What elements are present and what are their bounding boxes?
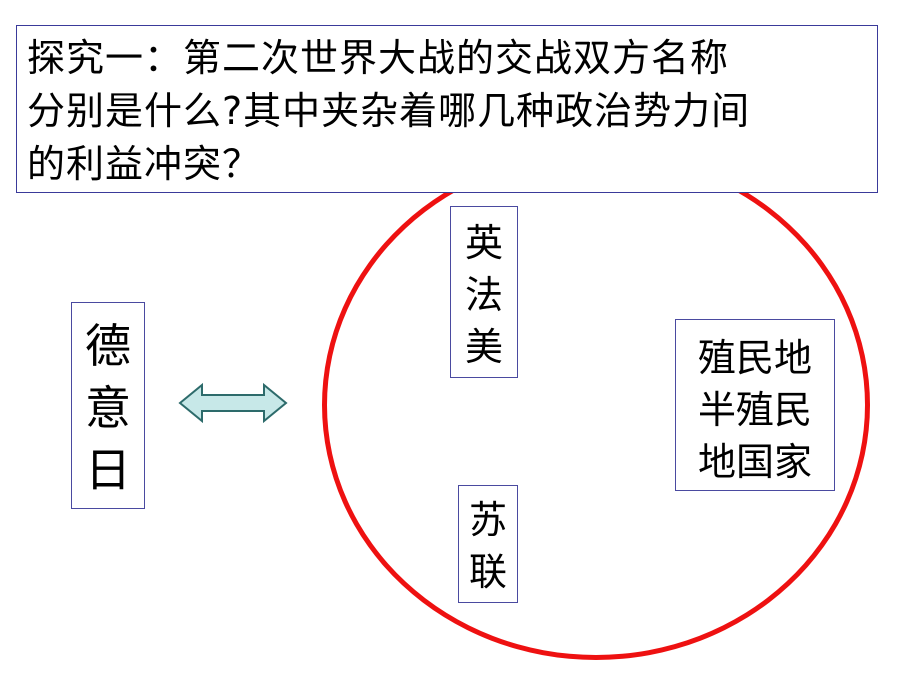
colonial-countries-box: 殖民地 半殖民 地国家 — [675, 319, 835, 491]
ussr-char-2: 联 — [468, 550, 507, 594]
allies-char-britain: 英 — [464, 221, 503, 265]
question-text-box: 探究一：第二次世界大战的交战双方名称 分别是什么?其中夹杂着哪几种政治势力间 的… — [16, 25, 878, 193]
axis-char-germany: 德 — [85, 319, 131, 373]
axis-char-japan: 日 — [85, 443, 131, 497]
allies-box: 英 法 美 — [450, 206, 518, 378]
soviet-union-box: 苏 联 — [458, 485, 518, 603]
axis-char-italy: 意 — [85, 381, 131, 435]
allies-char-france: 法 — [464, 273, 503, 317]
question-line-3: 的利益冲突？ — [27, 142, 262, 186]
colonies-line-1: 殖民地 — [697, 336, 812, 380]
question-line-2: 分别是什么?其中夹杂着哪几种政治势力间 — [27, 89, 751, 133]
arrow-shape — [178, 382, 288, 424]
question-line-1: 探究一：第二次世界大战的交战双方名称 — [27, 36, 730, 80]
colonies-line-2: 半殖民 — [697, 388, 812, 432]
double-headed-arrow-icon — [178, 382, 288, 424]
colonies-line-3: 地国家 — [697, 440, 812, 484]
ussr-char-1: 苏 — [468, 498, 507, 542]
allies-char-usa: 美 — [464, 325, 503, 369]
axis-powers-box: 德 意 日 — [71, 302, 145, 509]
